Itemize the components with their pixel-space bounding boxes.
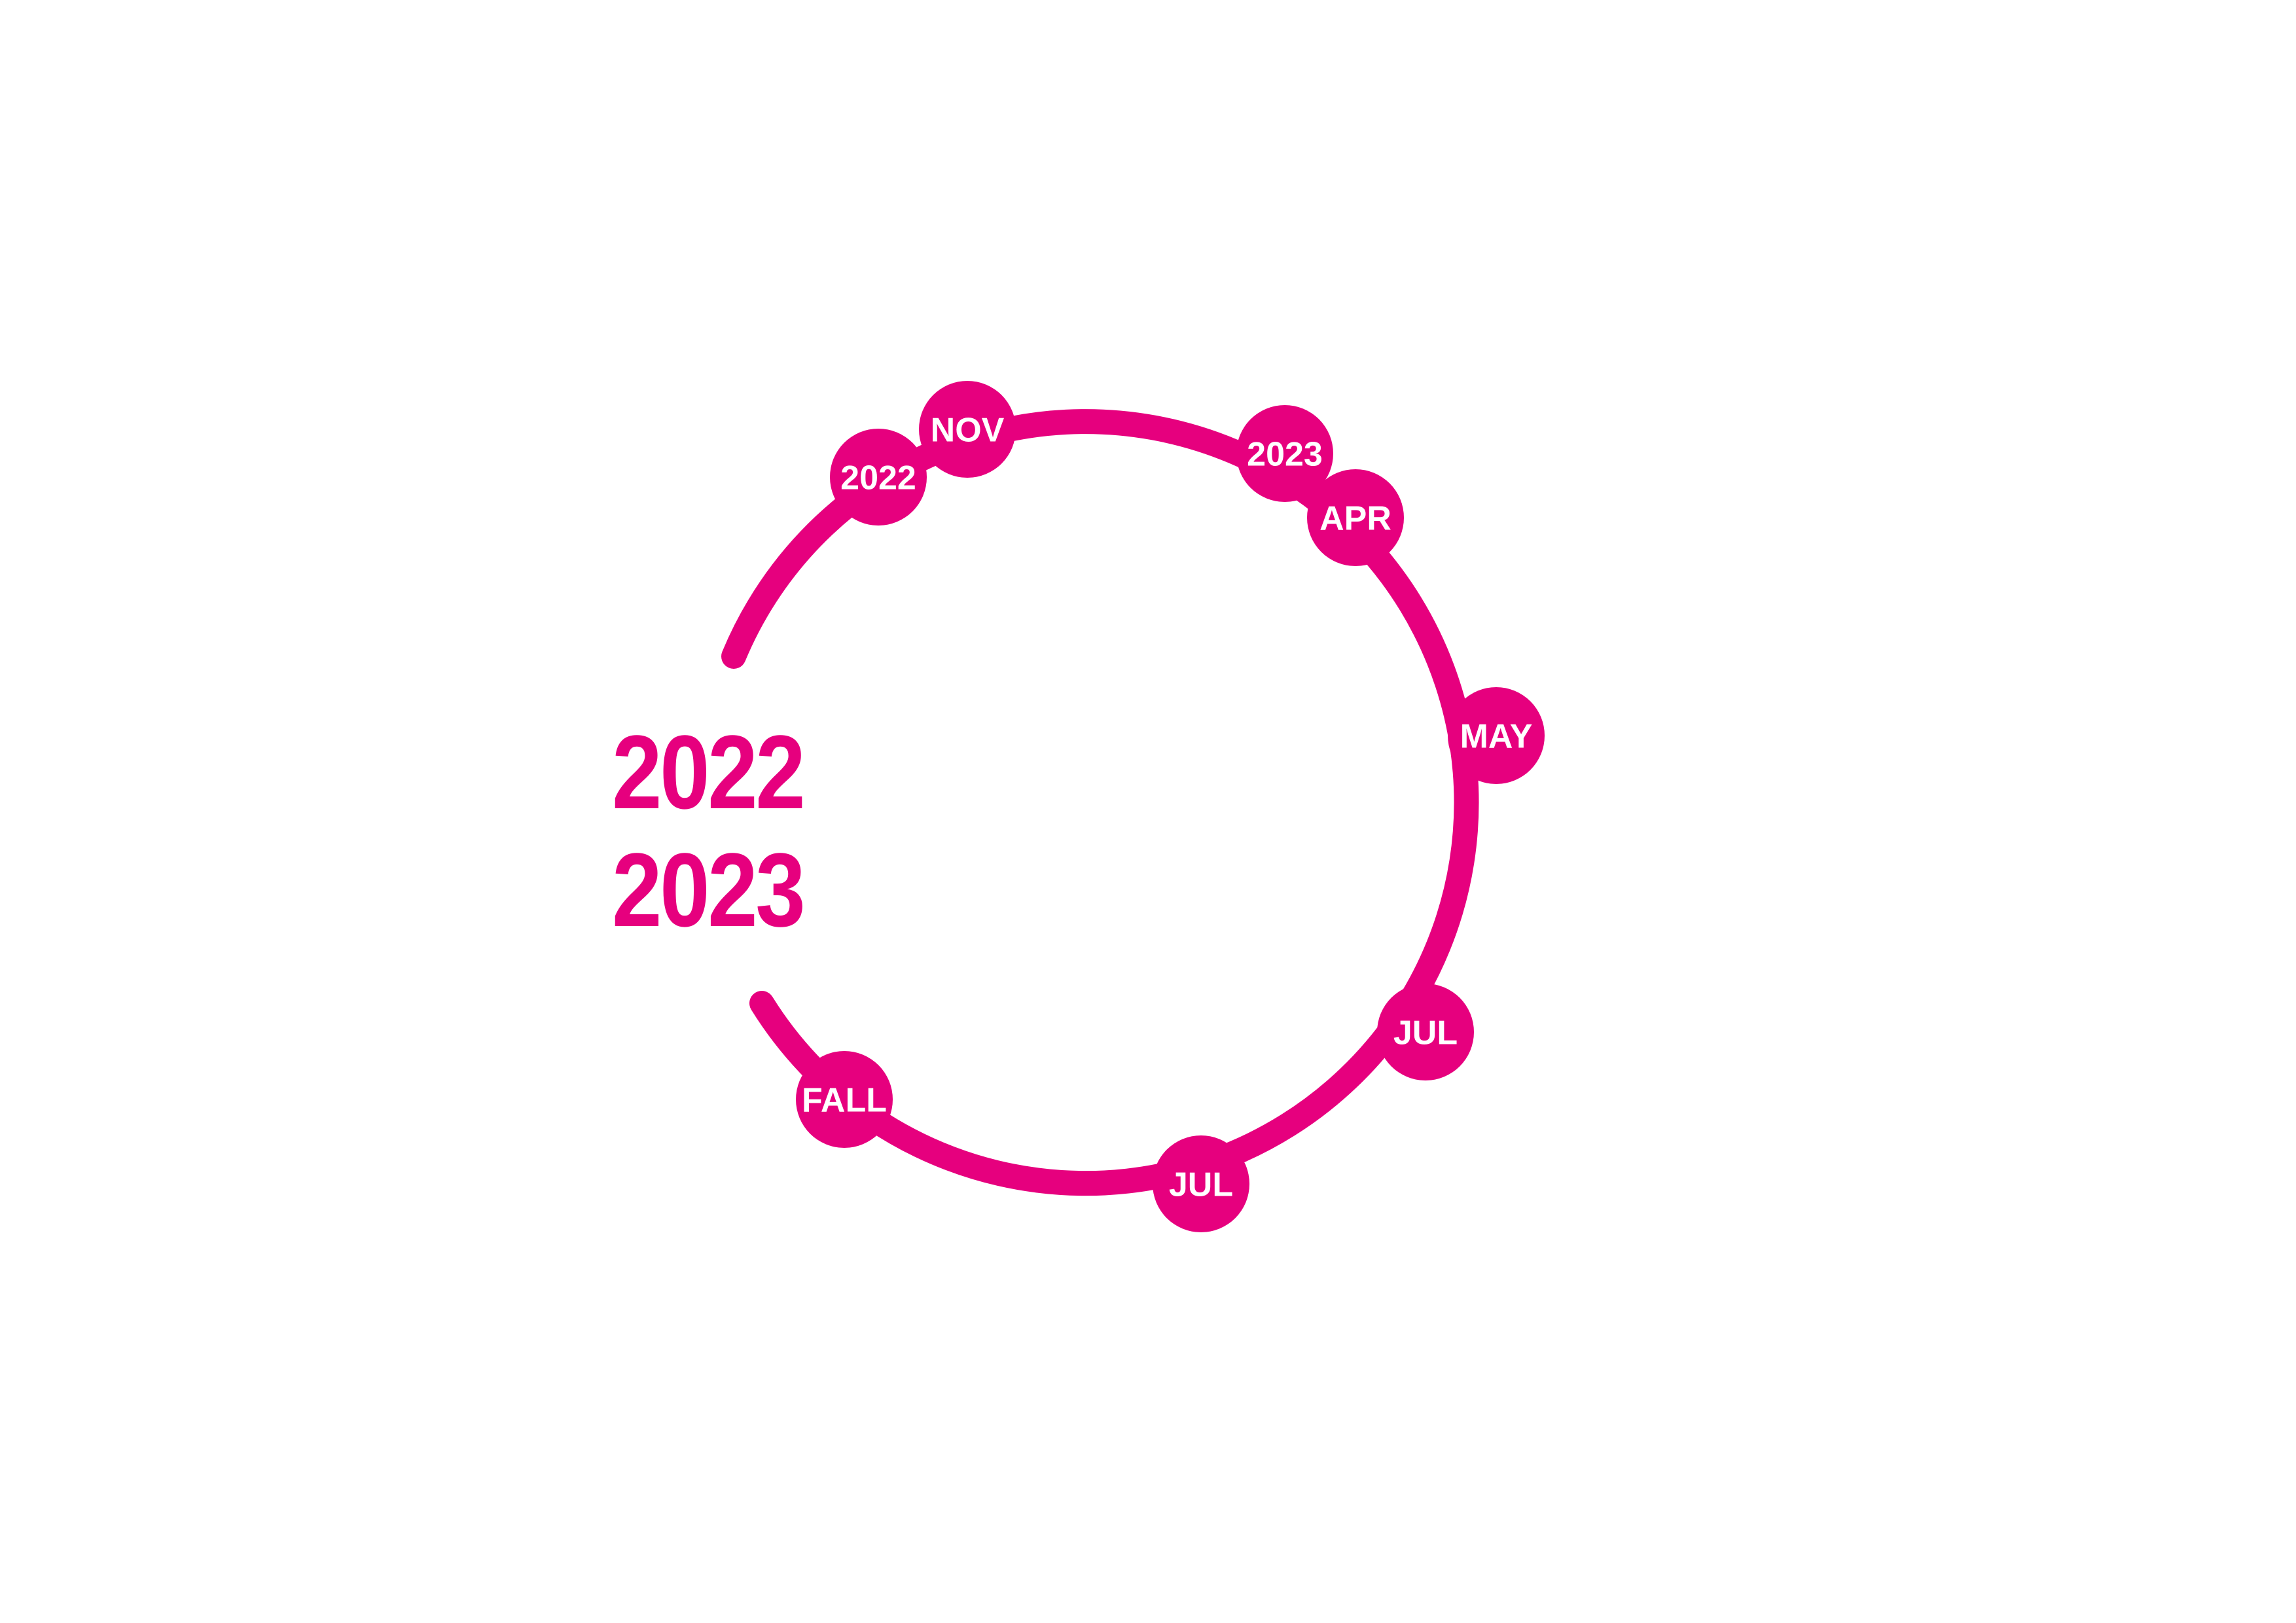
milestone-dot xyxy=(796,1051,893,1148)
milestone-dot xyxy=(1153,1135,1249,1232)
milestone-node: NOV xyxy=(919,381,1016,478)
milestone-label: JUL xyxy=(1169,1166,1233,1204)
milestone-dot xyxy=(1448,687,1545,784)
milestone-label: 2022 xyxy=(840,459,916,497)
milestone-node: FALL xyxy=(796,1051,893,1148)
milestone-label: NOV xyxy=(931,412,1005,450)
milestone-dot xyxy=(830,429,927,526)
milestone-label: APR xyxy=(1319,500,1391,538)
milestone-label: 2023 xyxy=(1247,436,1323,474)
milestone-node: JUL xyxy=(1377,984,1474,1080)
milestone-node: APR xyxy=(1307,469,1404,566)
milestone-dot xyxy=(1377,984,1474,1080)
milestone-dot xyxy=(1307,469,1404,566)
milestone-label: MAY xyxy=(1460,718,1533,756)
milestone-dot xyxy=(1236,405,1333,502)
milestone-node: 2022 xyxy=(830,429,927,526)
center-title-year-start: 2022 xyxy=(612,713,806,830)
milestone-node: 2023 xyxy=(1236,405,1333,502)
milestone-label: FALL xyxy=(802,1082,887,1120)
milestone-node: JUL xyxy=(1153,1135,1249,1232)
milestone-label: JUL xyxy=(1393,1014,1458,1052)
center-title-year-end: 2023 xyxy=(612,831,806,948)
milestone-node: MAY xyxy=(1448,687,1545,784)
milestone-dot xyxy=(919,381,1016,478)
